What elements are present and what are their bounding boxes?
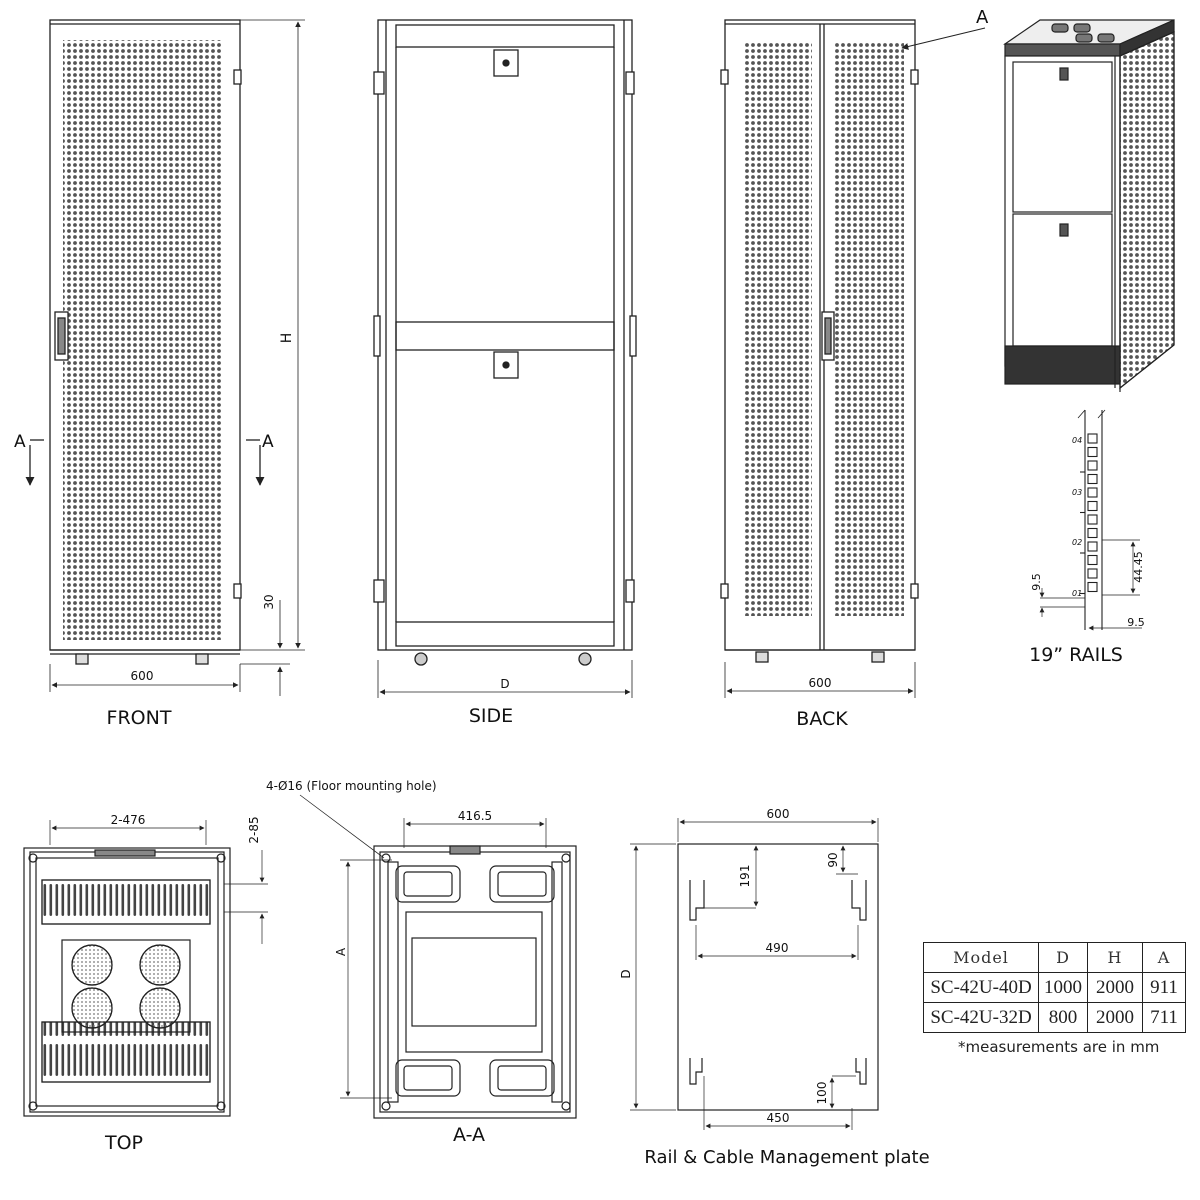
spec-cell: 1000 (1038, 972, 1088, 1003)
section-depth-dim: A (334, 947, 348, 956)
side-depth-dim: D (500, 677, 509, 691)
rail-hole (1087, 581, 1098, 593)
spec-header-model: Model (923, 942, 1039, 973)
section-view (299, 794, 577, 1119)
spec-cell: 911 (1142, 972, 1186, 1003)
plate-caption: Rail & Cable Management plate (644, 1147, 929, 1168)
rail-hole (1087, 514, 1098, 525)
side-caption: SIDE (469, 705, 513, 727)
front-section-mark-left: A (14, 432, 26, 452)
top-side-dim: 2-85 (247, 816, 261, 843)
plate-dim-450: 450 (767, 1111, 790, 1125)
side-view (373, 19, 637, 698)
rail-unit-label: 04 (1072, 436, 1082, 445)
section-hole-note: 4-Ø16 (Floor mounting hole) (266, 779, 437, 793)
front-caption: FRONT (107, 707, 172, 729)
front-view (25, 19, 305, 696)
rail-hole (1087, 473, 1098, 485)
top-caption: TOP (104, 1132, 143, 1154)
rail-hole (1087, 568, 1098, 579)
front-section-mark-right: A (262, 432, 274, 452)
spec-table: Model D H A SC-42U-40D 1000 2000 911 SC-… (923, 942, 1186, 1033)
rail-hole (1087, 527, 1098, 539)
front-height-dim: H (279, 333, 295, 344)
measurement-note: *measurements are in mm (958, 1038, 1160, 1056)
spec-cell: 800 (1038, 1002, 1088, 1033)
plate-dim-90: 90 (826, 852, 840, 867)
back-callout-label: A (976, 7, 989, 28)
rails-hole-dim-v: 9.5 (1030, 573, 1043, 591)
spec-table-header: Model D H A (923, 942, 1186, 973)
rail-hole (1087, 487, 1098, 498)
rail-unit-label: 03 (1072, 488, 1082, 497)
rail-hole (1087, 460, 1098, 471)
rail-hole (1087, 541, 1098, 552)
rails-pitch-dim: 44.45 (1132, 551, 1145, 583)
rails-hole-dim-h: 9.5 (1127, 616, 1145, 629)
isometric-cabinet (1003, 19, 1175, 392)
rail-unit-label: 02 (1072, 538, 1082, 547)
plate-depth-dim: D (619, 969, 633, 978)
front-width-dim: 600 (131, 669, 154, 683)
table-row: SC-42U-40D 1000 2000 911 (923, 972, 1186, 1003)
spec-header-a: A (1142, 942, 1186, 973)
rails-caption: 19” RAILS (1029, 644, 1123, 666)
plate-width-dim: 600 (767, 807, 790, 821)
plate-dim-490: 490 (766, 941, 789, 955)
rail-hole (1087, 446, 1098, 458)
spec-cell: 2000 (1087, 972, 1143, 1003)
spec-header-d: D (1038, 942, 1088, 973)
spec-cell: 711 (1142, 1002, 1186, 1033)
rail-hole (1087, 500, 1098, 512)
back-caption: BACK (796, 708, 848, 730)
section-width-dim: 416.5 (458, 809, 492, 823)
rail-hole (1087, 433, 1098, 444)
rail-unit-labels: 04 03 02 01 (1072, 436, 1082, 598)
front-base-dim: 30 (262, 594, 276, 609)
rails-detail (1039, 409, 1142, 631)
spec-cell: SC-42U-40D (923, 972, 1039, 1003)
table-row: SC-42U-32D 800 2000 711 (923, 1002, 1186, 1033)
section-caption: A-A (453, 1124, 485, 1146)
plate-dim-191: 191 (738, 865, 752, 888)
plate-dim-100: 100 (815, 1082, 829, 1105)
spec-cell: 2000 (1087, 1002, 1143, 1033)
cable-plate (630, 818, 879, 1130)
back-view (720, 19, 986, 698)
spec-header-h: H (1087, 942, 1143, 973)
back-width-dim: 600 (809, 676, 832, 690)
rail-hole (1087, 554, 1098, 566)
spec-cell: SC-42U-32D (923, 1002, 1039, 1033)
top-view (23, 820, 268, 1117)
rail-unit-label: 01 (1072, 589, 1082, 598)
top-width-dim: 2-476 (111, 813, 146, 827)
